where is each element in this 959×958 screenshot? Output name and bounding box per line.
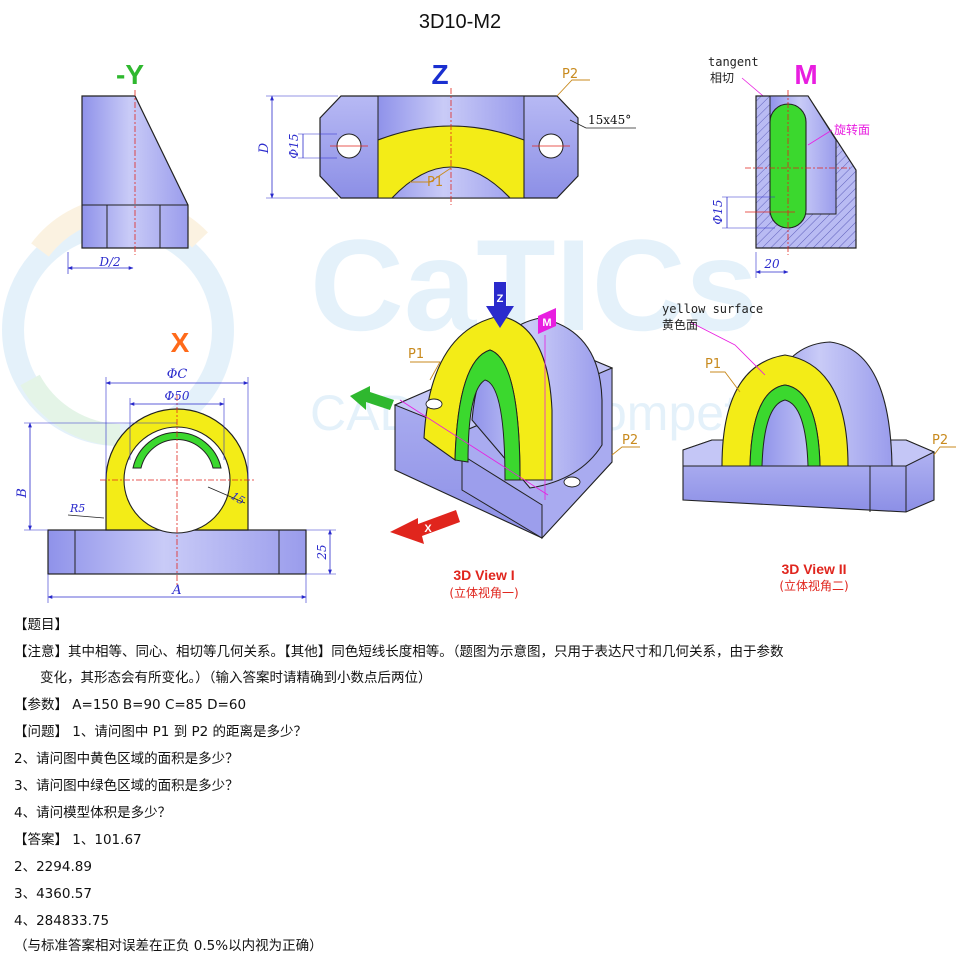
dim-twentyfive: 25 [315, 544, 329, 560]
section-title: 【题目】 [14, 617, 68, 633]
label-rotation-surface: 旋转面 [834, 122, 870, 137]
note-line-1: 【注意】其中相等、同心、相切等几何关系。【其他】同色短线长度相等。（题图为示意图… [14, 644, 784, 660]
view-3d-2: yellow surface 黄色面 P1 P2 3D View II (立体视… [662, 302, 956, 593]
question-3: 3、请问图中绿色区域的面积是多少？ [14, 778, 239, 794]
dim-b: B [15, 488, 30, 499]
label-yellow-surface-cn: 黄色面 [662, 318, 698, 332]
label-tangent-cn: 相切 [710, 71, 734, 85]
view-neg-y: -Y D/2 [67, 59, 189, 274]
arrow-label-m: M [542, 317, 551, 329]
page-title: 3D10-M2 [419, 11, 501, 33]
dim-d-half: D/2 [98, 255, 120, 269]
dim-a: A [171, 583, 181, 598]
view-x: X ΦC Φ50 B R5 15 25 A [15, 327, 336, 603]
view-z: Z D Φ15 15x45° P2 P1 [257, 59, 636, 205]
answer-4: 4、284833.75 [14, 913, 110, 929]
arrow-label-x: X [424, 523, 432, 535]
label-p1-3d1: P1 [408, 347, 424, 362]
arrow-label-z: Z [497, 293, 504, 305]
dim-r5: R5 [69, 502, 85, 515]
dim-phi15-m: Φ15 [711, 199, 725, 224]
view2-label: 3D View II [781, 561, 846, 577]
label-yellow-surface: yellow surface [662, 302, 763, 316]
dim-d: D [257, 142, 272, 154]
note-line-2: 变化，其形态会有所变化。）（输入答案时请精确到小数点后两位） [40, 670, 432, 686]
answer-1: 【答案】 1、101.67 [14, 832, 142, 848]
view-3d-1: P1 P2 Z M X 3D View I (立体视角一) [350, 282, 640, 600]
dim-fifteen: 15 [229, 489, 248, 507]
params-line: 【参数】 A=150 B=90 C=85 D=60 [14, 697, 247, 713]
view1-label-cn: (立体视角一) [449, 585, 518, 600]
view-label-z: Z [431, 59, 448, 90]
question-2: 2、请问图中黄色区域的面积是多少？ [14, 751, 239, 767]
view1-label: 3D View I [453, 567, 514, 583]
engineering-drawing: CaTICs CAD digital competition 3D10-M2 -… [2, 11, 956, 603]
dim-chamfer: 15x45° [588, 113, 631, 127]
answer-3: 3、4360.57 [14, 886, 92, 902]
question-1: 【问题】 1、请问图中 P1 到 P2 的距离是多少？ [14, 724, 308, 740]
view2-label-cn: (立体视角二) [779, 578, 848, 593]
label-p2-z: P2 [562, 67, 578, 82]
question-4: 4、请问模型体积是多少？ [14, 805, 172, 821]
dim-phi50: Φ50 [164, 389, 189, 403]
label-tangent: tangent [708, 55, 759, 69]
label-p1-3d2: P1 [705, 357, 721, 372]
answer-2: 2、2294.89 [14, 859, 92, 875]
label-p1-z: P1 [427, 175, 443, 190]
view-m: M tangent 相切 旋转面 Φ15 20 [708, 55, 870, 278]
dim-twenty: 20 [763, 257, 780, 271]
dim-phi-c: ΦC [167, 367, 188, 382]
tolerance-note: （与标准答案相对误差在正负 0.5%以内视为正确） [14, 938, 323, 954]
label-p2-3d2: P2 [932, 433, 948, 448]
view-label-m: M [794, 59, 817, 90]
view-label-x: X [171, 327, 190, 358]
dim-phi15-z: Φ15 [287, 133, 301, 158]
view-label-neg-y: -Y [116, 59, 144, 90]
label-p2-3d1: P2 [622, 433, 638, 448]
